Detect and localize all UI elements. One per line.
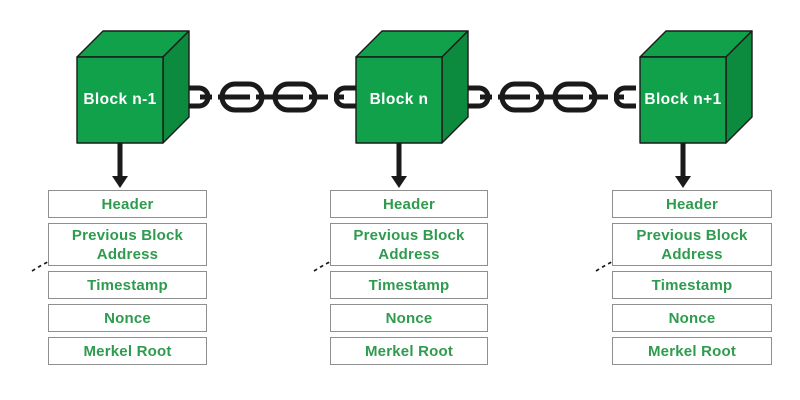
- field-timestamp: Timestamp: [612, 271, 772, 299]
- field-nonce: Nonce: [330, 304, 488, 332]
- field-timestamp: Timestamp: [330, 271, 488, 299]
- field-label: Timestamp: [651, 276, 733, 294]
- field-merkel-root: Merkel Root: [48, 337, 207, 365]
- field-nonce: Nonce: [612, 304, 772, 332]
- block-structure: Header Previous Block Address Timestamp …: [612, 190, 772, 365]
- field-label: Timestamp: [368, 276, 450, 294]
- field-label: Nonce: [104, 309, 151, 327]
- field-label: Previous Block Address: [636, 226, 748, 263]
- block-cube: [639, 30, 753, 144]
- field-previous-block-address: Previous Block Address: [330, 223, 488, 266]
- field-previous-block-address: Previous Block Address: [612, 223, 772, 266]
- field-merkel-root: Merkel Root: [330, 337, 488, 365]
- field-label: Merkel Root: [364, 342, 454, 360]
- field-label: Header: [665, 195, 719, 213]
- block-label: Block n: [369, 91, 429, 108]
- down-arrow-icon: [112, 143, 128, 188]
- field-previous-block-address: Previous Block Address: [48, 223, 207, 266]
- field-label: Nonce: [668, 309, 716, 327]
- field-merkel-root: Merkel Root: [612, 337, 772, 365]
- block-cube: [76, 30, 190, 144]
- field-label: Header: [101, 195, 154, 213]
- field-header: Header: [48, 190, 207, 218]
- block-cube: [355, 30, 469, 144]
- field-label: Previous Block Address: [353, 226, 465, 263]
- field-label: Header: [382, 195, 436, 213]
- field-label: Timestamp: [87, 276, 168, 294]
- field-header: Header: [330, 190, 488, 218]
- field-label: Merkel Root: [647, 342, 737, 360]
- field-label: Previous Block Address: [71, 226, 184, 263]
- block-label: Block n-1: [83, 91, 157, 108]
- chain-link-icon: [188, 81, 356, 113]
- chain-link-icon: [468, 81, 636, 113]
- field-timestamp: Timestamp: [48, 271, 207, 299]
- field-header: Header: [612, 190, 772, 218]
- block-label: Block n+1: [644, 91, 722, 108]
- down-arrow-icon: [391, 143, 407, 188]
- field-nonce: Nonce: [48, 304, 207, 332]
- down-arrow-icon: [675, 143, 691, 188]
- block-structure: Header Previous Block Address Timestamp …: [48, 190, 207, 365]
- block-structure: Header Previous Block Address Timestamp …: [330, 190, 488, 365]
- field-label: Merkel Root: [83, 342, 172, 360]
- field-label: Nonce: [385, 309, 433, 327]
